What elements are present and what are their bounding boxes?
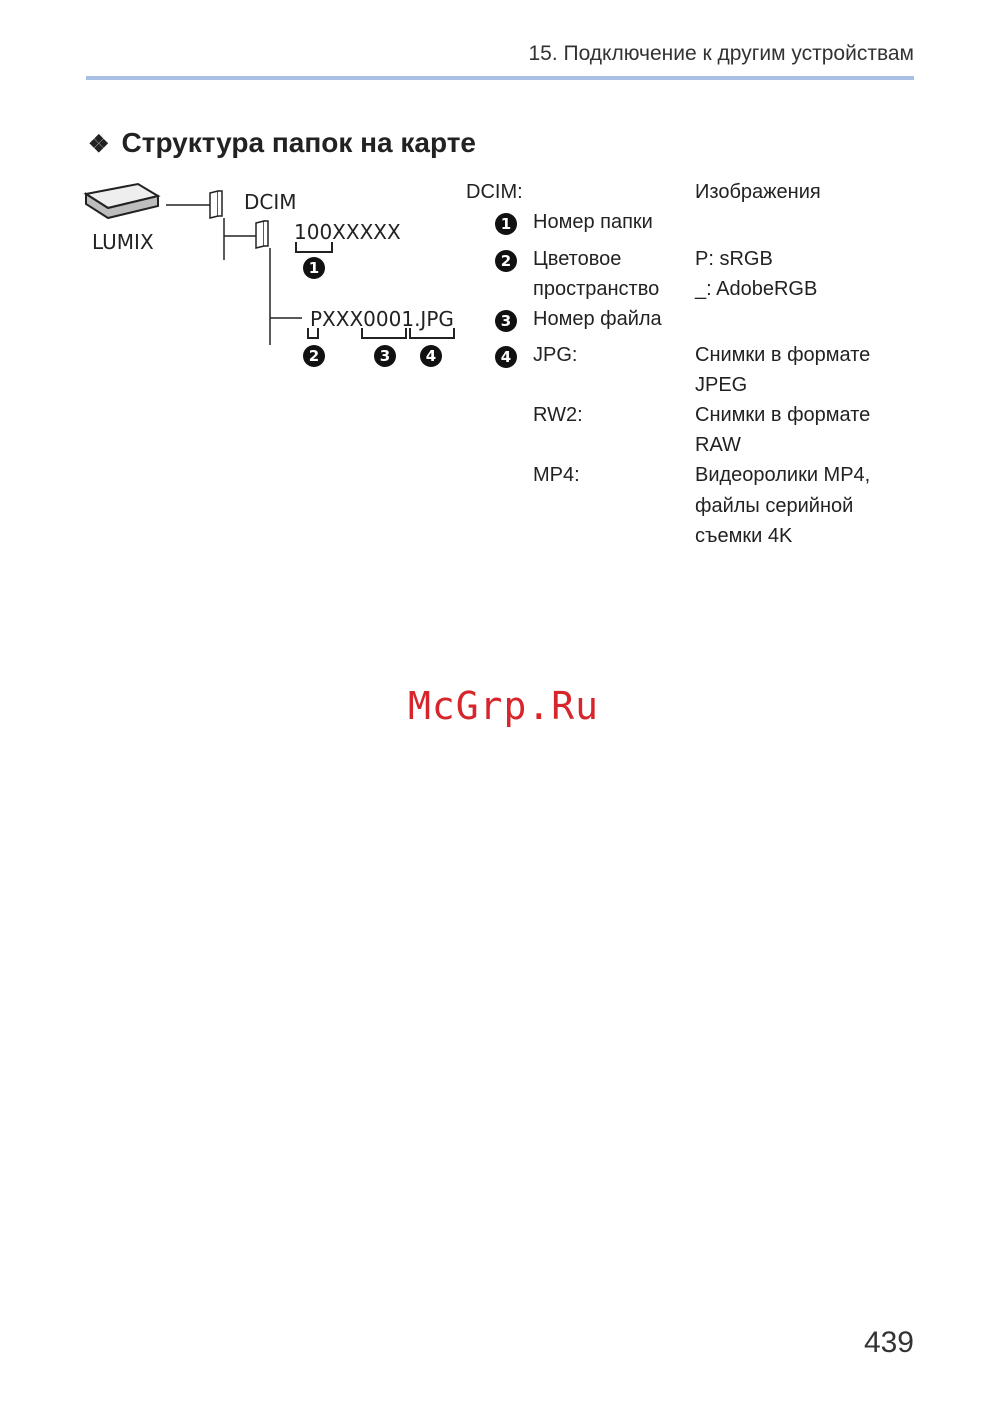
section-title: ❖ Структура папок на карте <box>88 127 476 159</box>
diagram-marker-2: 2 <box>303 345 325 367</box>
watermark: McGrp.Ru <box>408 684 600 728</box>
card-icon <box>83 182 161 220</box>
format-term-rw2: RW2: <box>533 404 583 426</box>
folder-number-label: Номер папки <box>533 211 653 233</box>
dcim-description: Изображения <box>695 181 821 203</box>
diagram-marker-4: 4 <box>420 345 442 367</box>
dcim-label: DCIM <box>244 190 297 214</box>
subfolder-icon <box>255 220 269 249</box>
color-space-label-line2: пространство <box>533 278 660 300</box>
dcim-folder-icon <box>209 190 223 219</box>
section-title-text: Структура папок на карте <box>121 127 476 158</box>
diagram-lines <box>83 182 455 345</box>
page-number: 439 <box>863 1326 914 1359</box>
folder-diagram: LUMIX DCIM 100XXXXX PXXX0001.JPG 1 2 3 4 <box>80 170 480 390</box>
color-space-value-srgb: P: sRGB <box>695 248 773 270</box>
format-desc-jpg-line1: Снимки в формате <box>695 344 871 366</box>
legend-marker-4: 4 <box>495 346 517 368</box>
legend-marker-2: 2 <box>495 250 517 272</box>
format-term-mp4: MP4: <box>533 464 580 486</box>
legend-marker-1: 1 <box>495 213 517 235</box>
color-space-value-adobergb: _: AdobeRGB <box>695 278 818 300</box>
file-number-label: Номер файла <box>533 308 662 330</box>
legend-marker-3: 3 <box>495 310 517 332</box>
format-desc-jpg-line2: JPEG <box>695 374 748 396</box>
format-term-jpg: JPG: <box>533 344 578 366</box>
format-desc-rw2-line2: RAW <box>695 434 741 456</box>
format-desc-mp4-line3: съемки 4K <box>695 525 793 547</box>
diagram-marker-3: 3 <box>374 345 396 367</box>
folder-name-label: 100XXXXX <box>294 220 401 244</box>
diagram-marker-1: 1 <box>303 257 325 279</box>
dcim-term: DCIM: <box>466 181 523 203</box>
file-name-label: PXXX0001.JPG <box>310 307 454 331</box>
header-rule <box>86 76 914 80</box>
format-desc-mp4-line1: Видеоролики MP4, <box>695 464 871 486</box>
device-label: LUMIX <box>92 230 154 254</box>
color-space-label-line1: Цветовое <box>533 248 622 270</box>
chapter-header: 15. Подключение к другим устройствам <box>528 42 914 65</box>
format-desc-rw2-line1: Снимки в формате <box>695 404 871 426</box>
format-desc-mp4-line2: файлы серийной <box>695 495 854 517</box>
diamond-bullet-icon: ❖ <box>88 131 110 158</box>
